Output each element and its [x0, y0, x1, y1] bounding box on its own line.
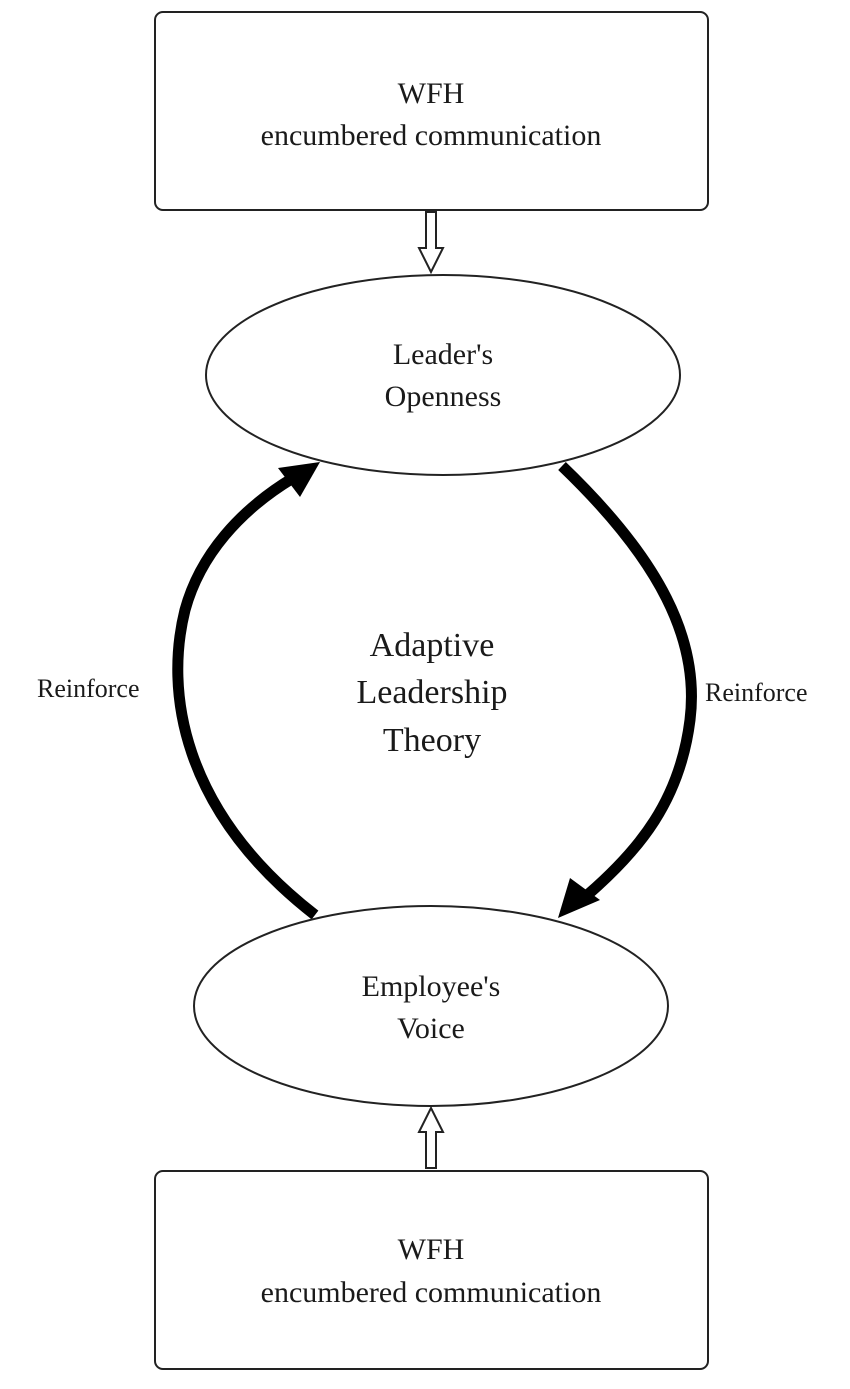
top-box-to-leader-arrow	[417, 211, 445, 275]
center-label-line2: Leadership	[356, 674, 507, 711]
employee-voice-ellipse	[193, 905, 669, 1107]
bottom-wfh-box-frame	[154, 1170, 709, 1370]
bottom-wfh-box-line2: encumbered communication	[261, 1276, 602, 1309]
center-theory-label: Adaptive Leadership Theory	[356, 627, 507, 759]
leader-openness-node: Leader's Openness	[205, 274, 681, 476]
center-label-line1: Adaptive	[370, 627, 495, 664]
bottom-wfh-box-line1: WFH	[398, 1233, 465, 1266]
employee-voice-node: Employee's Voice	[193, 905, 669, 1107]
right-reinforce-curve	[558, 462, 697, 902]
left-reinforce-label: Reinforce	[37, 674, 140, 703]
top-wfh-box: WFH encumbered communication	[154, 11, 709, 211]
top-wfh-box-line1: WFH	[398, 77, 465, 110]
left-reinforce-curve	[172, 473, 319, 920]
top-wfh-box-line2: encumbered communication	[261, 119, 602, 152]
right-reinforce-label: Reinforce	[705, 678, 808, 707]
leader-openness-line1: Leader's	[393, 338, 493, 371]
leader-openness-ellipse	[205, 274, 681, 476]
left-reinforce-arrowhead	[278, 462, 320, 497]
employee-voice-line2: Voice	[397, 1012, 465, 1045]
bottom-wfh-box: WFH encumbered communication	[154, 1170, 709, 1370]
right-reinforce-arrowhead	[558, 878, 600, 918]
leader-openness-line2: Openness	[385, 380, 502, 413]
top-wfh-box-frame	[154, 11, 709, 211]
bottom-box-to-employee-arrow	[417, 1105, 445, 1169]
center-label-line3: Theory	[383, 722, 481, 759]
employee-voice-line1: Employee's	[362, 970, 501, 1003]
